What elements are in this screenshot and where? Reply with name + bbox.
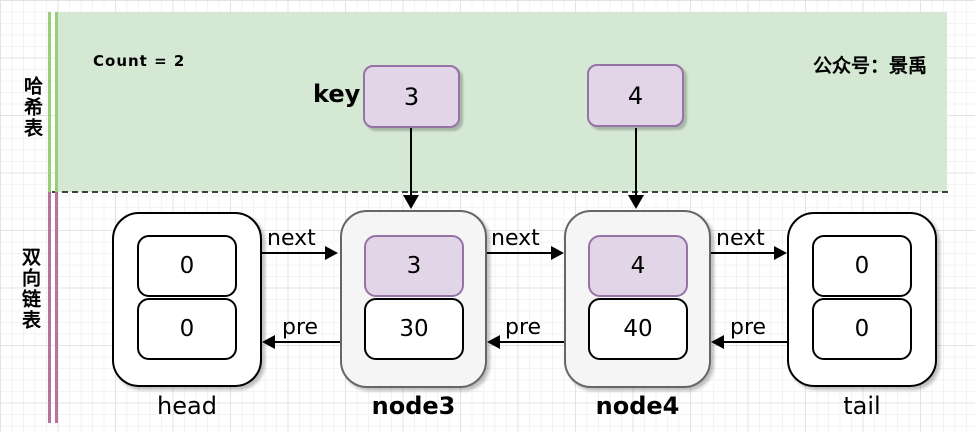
node-tail-label: tail [843,392,881,420]
arrow-key4-to-node4-head-icon [628,195,644,209]
node-node4: 4 40 [564,210,711,388]
cell-value: 0 [179,253,195,279]
arrow-next-node3-to-node4-label: next [491,226,540,251]
hash-section-label: 哈希表 [21,76,43,139]
arrow-pre-node3-to-head-label: pre [282,315,319,340]
cell-value: 4 [630,253,646,279]
key-box-3: 3 [363,65,460,128]
node-head-label: head [157,392,217,420]
node-tail-pre-cell: 0 [812,298,912,360]
node-head: 0 0 [112,212,262,387]
cell-value: 0 [179,316,195,342]
key-box-4: 4 [587,64,684,127]
cell-value: 30 [399,316,429,342]
node-node3-label: node3 [371,392,456,420]
key-caption: key [313,80,361,108]
arrow-pre-tail-to-node4-head-icon [711,335,724,349]
arrow-pre-node4-to-node3-line [500,341,564,343]
arrow-next-node4-to-tail-label: next [716,226,765,251]
arrow-next-node3-to-node4-head-icon [551,246,564,260]
section-divider-dashed-line [52,191,948,193]
node-head-next-cell: 0 [137,235,237,297]
cell-value: 3 [406,253,422,279]
node-node4-label: node4 [595,392,680,420]
node-node3-key-cell: 3 [364,235,464,297]
arrow-next-node4-to-tail-line [711,252,774,254]
arrow-key3-to-node3-line [410,128,412,196]
arrow-key3-to-node3-head-icon [403,195,419,209]
cell-value: 40 [623,316,653,342]
cell-value: 0 [854,253,870,279]
arrow-next-head-to-node3-line [262,252,326,254]
arrow-pre-node4-to-node3-head-icon [487,335,500,349]
key-value: 3 [403,82,420,111]
list-rail-line-right [55,192,58,423]
cell-value: 0 [854,316,870,342]
hash-section-band [57,12,947,192]
arrow-next-node4-to-tail-head-icon [774,246,787,260]
node-node4-value-cell: 40 [588,298,688,360]
arrow-pre-tail-to-node4-line [724,341,787,343]
arrow-next-head-to-node3-label: next [267,226,316,251]
hash-rail-line-left [48,12,51,192]
arrow-next-node3-to-node4-line [487,252,551,254]
node-tail-next-cell: 0 [812,235,912,297]
node-node3-value-cell: 30 [364,298,464,360]
arrow-key4-to-node4-line [635,128,637,196]
count-text: Count = 2 [93,52,186,70]
node-tail: 0 0 [787,212,937,387]
list-rail-line-left [48,192,51,423]
key-value: 4 [627,81,644,110]
arrow-pre-node3-to-head-head-icon [262,335,275,349]
watermark-text: 公众号：景禹 [813,55,928,77]
hash-rail-line-right [55,12,58,192]
arrow-pre-tail-to-node4-label: pre [730,315,767,340]
arrow-pre-node4-to-node3-label: pre [505,315,542,340]
node-node4-key-cell: 4 [588,235,688,297]
node-head-pre-cell: 0 [137,298,237,360]
arrow-pre-node3-to-head-line [275,341,340,343]
node-node3: 3 30 [340,210,487,388]
list-section-label: 双向链表 [19,247,41,331]
arrow-next-head-to-node3-head-icon [325,246,338,260]
